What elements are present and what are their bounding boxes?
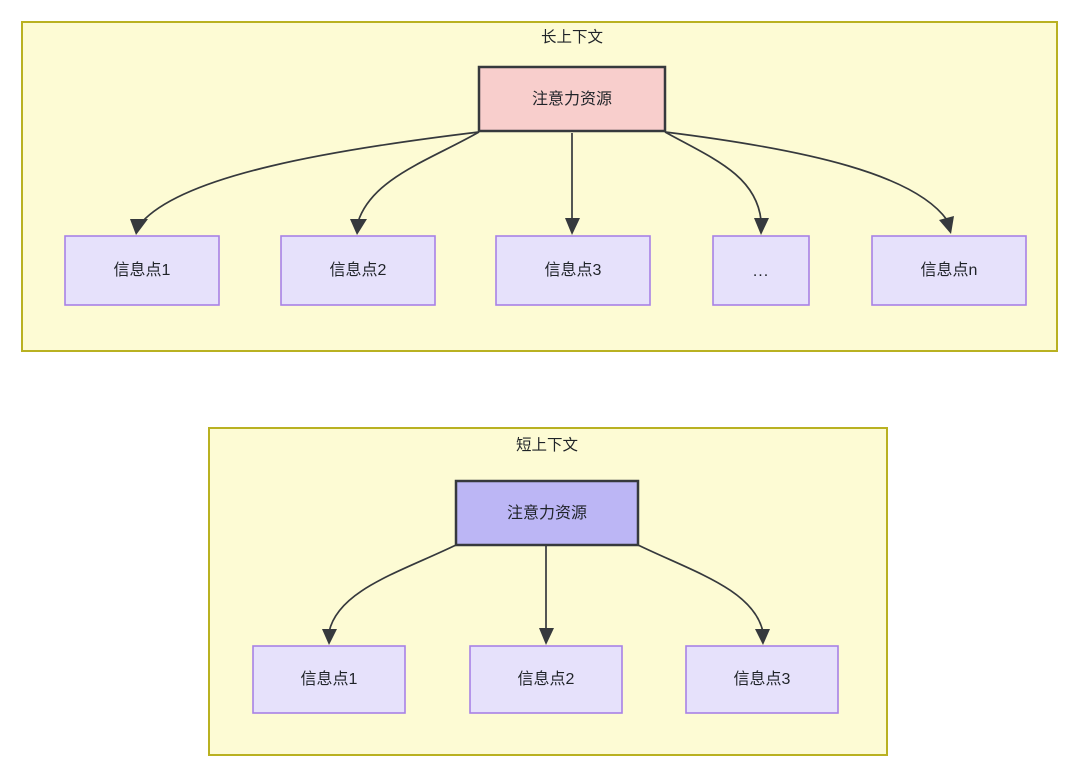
arrowhead-info-1	[130, 219, 148, 235]
arrowhead-info-n	[939, 216, 954, 234]
long-context-node-3[interactable]: 信息点3	[495, 235, 651, 306]
info-box-label: 信息点2	[518, 670, 575, 688]
short-context-node-3[interactable]: 信息点3	[685, 645, 839, 714]
short-context-title: 短上下文	[516, 436, 578, 454]
arrowhead-info-2	[350, 219, 367, 235]
diagram-long-context: 长上下文 注意力资源	[21, 21, 1058, 352]
long-context-node-ellipsis[interactable]: ...	[712, 235, 810, 306]
info-box-label: 信息点3	[734, 670, 791, 688]
info-box-label: 信息点2	[330, 261, 387, 279]
long-context-edges	[130, 131, 954, 235]
info-box-label: 信息点3	[545, 261, 602, 279]
diagram-short-context: 短上下文 注意力资源 信息点1	[208, 427, 888, 756]
arrowhead-info-3	[755, 629, 770, 645]
info-box[interactable]	[495, 235, 651, 306]
long-context-node-1[interactable]: 信息点1	[64, 235, 220, 306]
arrowhead-ellipsis	[754, 218, 769, 235]
short-context-node-2[interactable]: 信息点2	[469, 645, 623, 714]
arrowhead-info-1	[322, 629, 337, 645]
edge-to-info-1	[328, 544, 457, 633]
info-box-label: 信息点1	[301, 670, 358, 688]
info-box[interactable]	[871, 235, 1027, 306]
arrowhead-info-3	[565, 218, 580, 235]
short-context-node-1[interactable]: 信息点1	[252, 645, 406, 714]
long-context-attention-box[interactable]	[477, 65, 667, 133]
info-box[interactable]	[64, 235, 220, 306]
info-box-label: 信息点1	[114, 261, 171, 279]
long-context-attention-node[interactable]: 注意力资源	[477, 65, 667, 133]
short-context-edges	[322, 544, 770, 645]
edge-to-info-3	[637, 544, 764, 633]
long-context-node-n[interactable]: 信息点n	[871, 235, 1027, 306]
long-context-node-2[interactable]: 信息点2	[280, 235, 436, 306]
edge-to-info-n	[664, 131, 948, 221]
edge-to-info-1	[141, 131, 480, 223]
arrowhead-info-2	[539, 628, 554, 645]
info-box[interactable]	[469, 645, 623, 714]
info-box-label: 信息点n	[921, 261, 978, 279]
short-context-attention-node[interactable]: 注意力资源	[454, 479, 640, 547]
short-context-attention-label: 注意力资源	[507, 503, 587, 522]
edge-to-ellipsis	[664, 131, 762, 221]
short-context-attention-box[interactable]	[454, 479, 640, 547]
long-context-title: 长上下文	[541, 28, 603, 46]
info-box[interactable]	[712, 235, 810, 306]
info-box[interactable]	[252, 645, 406, 714]
info-box-label: ...	[753, 263, 769, 280]
edge-to-info-2	[357, 131, 480, 223]
info-box[interactable]	[280, 235, 436, 306]
long-context-attention-label: 注意力资源	[532, 89, 612, 108]
info-box[interactable]	[685, 645, 839, 714]
